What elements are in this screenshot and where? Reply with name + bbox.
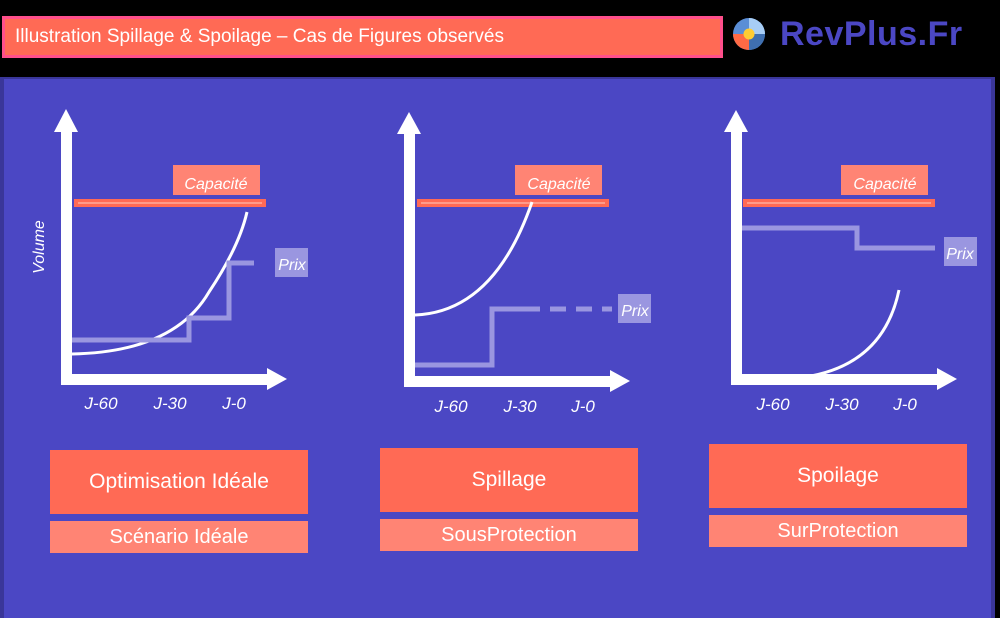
chart-spillage: Capacité Prix J-60 J-30 J-0	[340, 79, 670, 424]
scenario-subtitle-spoilage: SurProtection	[709, 515, 967, 547]
capacity-label: Capacité	[853, 176, 916, 193]
price-label: Prix	[278, 257, 307, 274]
scenario-title-spillage: Spillage	[380, 448, 638, 512]
x-tick: J-60	[433, 397, 468, 416]
brand-name: RevPlus.Fr	[780, 14, 963, 53]
x-tick: J-60	[755, 395, 790, 414]
x-tick: J-30	[502, 397, 537, 416]
chart-optimisation: Capacité Prix Volume J-60 J-30 J-0	[4, 79, 334, 424]
scenario-title-spoilage: Spoilage	[709, 444, 967, 508]
x-tick: J-30	[824, 395, 859, 414]
x-tick: J-0	[892, 395, 917, 414]
capacity-label: Capacité	[527, 176, 590, 193]
scenario-subtitle-optimisation: Scénario Idéale	[50, 521, 308, 553]
price-label: Prix	[946, 246, 975, 263]
price-label: Prix	[621, 303, 650, 320]
brand-logo: RevPlus.Fr	[732, 14, 992, 54]
page-title: Illustration Spillage & Spoilage – Cas d…	[2, 16, 723, 58]
y-axis-label: Volume	[31, 220, 48, 274]
scenario-title-optimisation: Optimisation Idéale	[50, 450, 308, 514]
x-tick: J-0	[570, 397, 595, 416]
x-tick: J-60	[83, 394, 118, 413]
x-tick: J-30	[152, 394, 187, 413]
pie-chart-logo-icon	[733, 18, 765, 50]
chart-spoilage: Capacité Prix J-60 J-30 J-0	[670, 79, 1000, 424]
diagram-panel: Capacité Prix Volume J-60 J-30 J-0 Capac…	[0, 77, 995, 618]
x-tick: J-0	[221, 394, 246, 413]
capacity-label: Capacité	[184, 176, 247, 193]
scenario-subtitle-spillage: SousProtection	[380, 519, 638, 551]
